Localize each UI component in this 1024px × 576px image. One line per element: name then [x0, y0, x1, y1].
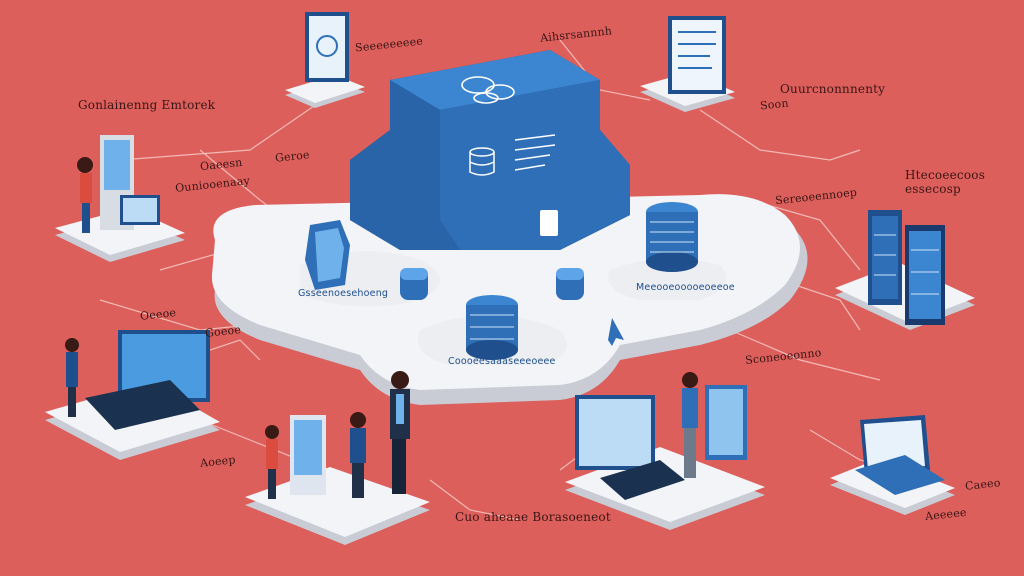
label-pill-left: Gsseenoesehoeng [298, 288, 389, 299]
label-right-side: Htecoeecoos essecosp [905, 168, 986, 196]
bottom-right-tablet [830, 415, 955, 515]
server-racks [835, 210, 975, 330]
node-cube-left [400, 268, 428, 300]
label-pill-center: Coooeesaaaseeeoeee [448, 356, 556, 367]
label-bottom-center: Cuo aheaae Borasoeneot [455, 510, 611, 524]
bottom-left-team [245, 371, 430, 545]
left-laptop [45, 330, 220, 460]
bottom-center-workstation [565, 372, 765, 530]
database-icon [469, 147, 495, 176]
shield-icon [540, 210, 558, 236]
node-cube-right [556, 268, 584, 300]
database-cylinder-center [466, 295, 518, 360]
database-cylinder-right [646, 202, 698, 272]
list-icon [514, 134, 556, 171]
label-right-top: Ouurcnonnnenty [780, 82, 886, 96]
top-right-monitor [640, 16, 735, 112]
label-pill-right: Meeooeooooeoeeoe [636, 282, 735, 293]
left-workstation [55, 135, 185, 262]
label-left-title: Gonlainenng Emtorek [78, 98, 216, 112]
top-left-monitor [285, 12, 365, 108]
cloud-network-icon [461, 76, 515, 104]
cloud-server-block [350, 50, 630, 250]
left-device [305, 220, 350, 290]
cursor-icon [608, 318, 624, 346]
